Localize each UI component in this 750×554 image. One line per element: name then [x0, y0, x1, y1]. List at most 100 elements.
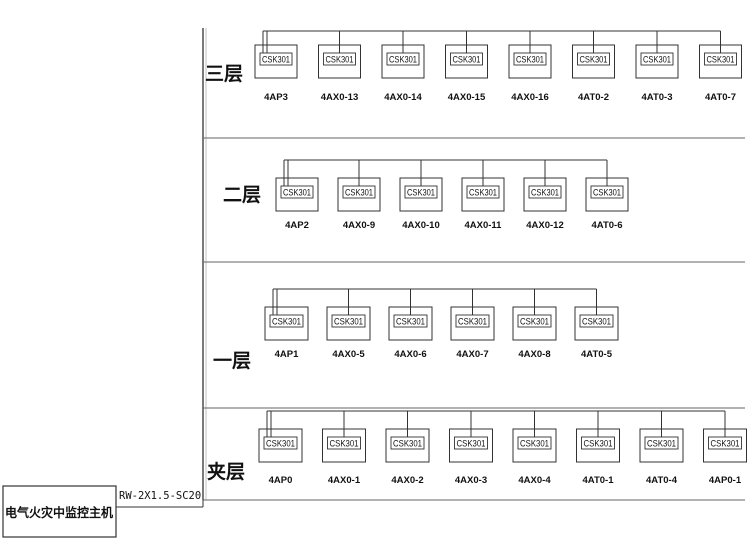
distribution-cabinet: CSK301 4AX0-3	[449, 411, 493, 486]
distribution-cabinet: CSK301 4AT0-1	[576, 411, 620, 486]
device-model-label: CSK301	[457, 439, 486, 449]
cabinet-box	[639, 428, 684, 463]
cabinet-label: 4AP0-1	[709, 475, 742, 486]
distribution-cabinet: CSK301 4AP0-1	[703, 411, 747, 486]
cabinet-box	[385, 428, 430, 463]
cabinet-box	[508, 44, 552, 79]
device-model-label: CSK301	[584, 439, 613, 449]
cabinet-label: 4AT0-6	[592, 220, 623, 231]
csk301-module	[454, 436, 488, 450]
cabinet-box	[399, 177, 443, 212]
cabinet-label: 4AX0-2	[391, 475, 423, 486]
device-model-label: CSK301	[520, 439, 549, 449]
cabinet-label: 4AT0-4	[646, 475, 678, 486]
cabinet-box	[574, 306, 619, 341]
csk301-module	[331, 314, 366, 328]
distribution-cabinet: CSK301 4AP3	[254, 31, 298, 103]
cabinet-label: 4AX0-9	[343, 220, 375, 231]
device-model-label: CSK301	[393, 439, 422, 449]
cabinet-label: 4AX0-16	[511, 92, 549, 103]
device-model-label: CSK301	[469, 188, 497, 198]
device-model-label: CSK301	[389, 55, 417, 65]
cabinet-box	[635, 44, 679, 79]
device-model-label: CSK301	[647, 439, 676, 449]
cabinet-box	[337, 177, 381, 212]
cabinet-box	[326, 306, 371, 341]
trunk-cable-label: RW-2X1.5-SC20	[119, 490, 201, 502]
distribution-cabinet: CSK301 4AX0-11	[461, 160, 505, 231]
csk301-module	[450, 52, 483, 66]
cabinet-label: 4AT0-1	[583, 475, 615, 486]
cabinet-box	[254, 44, 298, 79]
csk301-module	[577, 52, 610, 66]
device-model-label: CSK301	[345, 188, 373, 198]
cabinet-box	[381, 44, 425, 79]
cabinet-label: 4AT0-7	[705, 92, 736, 103]
cabinet-box	[449, 428, 493, 463]
cabinet-label: 4AP3	[264, 92, 288, 103]
floor-rows: 三层CSK3014AP3CSK3014AX0-13CSK3014AX0-14CS…	[205, 30, 747, 486]
csk301-module	[263, 436, 298, 450]
cabinet-box	[318, 44, 361, 79]
cabinet-box	[388, 306, 433, 341]
csk301-module	[528, 185, 562, 199]
cabinet-box	[699, 44, 742, 79]
cabinet-label: 4AT0-5	[581, 349, 613, 360]
distribution-cabinet: CSK301 4AT0-4	[639, 411, 684, 486]
device-model-label: CSK301	[283, 188, 311, 198]
device-model-label: CSK301	[272, 317, 301, 327]
cabinet-label: 4AX0-15	[448, 92, 486, 103]
cabinet-box	[585, 177, 629, 212]
cabinet-label: 4AX0-12	[526, 220, 564, 231]
csk301-module	[404, 185, 438, 199]
cabinet-box	[450, 306, 495, 341]
device-model-label: CSK301	[531, 188, 559, 198]
device-model-label: CSK301	[520, 317, 549, 327]
device-model-label: CSK301	[707, 55, 735, 65]
device-model-label: CSK301	[711, 439, 740, 449]
cabinet-box	[322, 428, 366, 463]
floor-row: 夹层CSK3014AP0CSK3014AX0-1CSK3014AX0-2CSK3…	[207, 410, 747, 486]
floor-row: 三层CSK3014AP3CSK3014AX0-13CSK3014AX0-14CS…	[205, 30, 742, 103]
cabinet-box	[512, 306, 557, 341]
cabinet-label: 4AX0-11	[465, 220, 503, 231]
device-model-label: CSK301	[582, 317, 611, 327]
distribution-cabinet: CSK301 4AP1	[264, 289, 309, 360]
distribution-cabinet: CSK301 4AX0-15	[445, 31, 488, 103]
csk301-module	[640, 52, 674, 66]
cabinet-box	[576, 428, 620, 463]
cabinet-label: 4AT0-3	[642, 92, 673, 103]
cabinet-box	[264, 306, 309, 341]
csk301-module	[390, 436, 425, 450]
device-model-label: CSK301	[262, 55, 290, 65]
distribution-cabinet: CSK301 4AT0-3	[635, 31, 679, 103]
floor-frame	[202, 28, 745, 501]
csk301-module	[455, 314, 490, 328]
floor-row: 一层CSK3014AP1CSK3014AX0-5CSK3014AX0-6CSK3…	[213, 288, 619, 372]
cabinet-label: 4AX0-3	[455, 475, 487, 486]
host-label: 电气火灾中监控主机	[5, 505, 113, 520]
device-model-label: CSK301	[453, 55, 481, 65]
device-model-label: CSK301	[407, 188, 435, 198]
csk301-module	[393, 314, 428, 328]
device-model-label: CSK301	[396, 317, 425, 327]
device-model-label: CSK301	[334, 317, 363, 327]
cabinet-label: 4AP0	[269, 475, 293, 486]
csk301-module	[644, 436, 679, 450]
cabinet-box	[445, 44, 488, 79]
cabinet-box	[703, 428, 747, 463]
cabinet-label: 4AX0-4	[518, 475, 551, 486]
csk301-module	[280, 185, 314, 199]
device-model-label: CSK301	[643, 55, 671, 65]
cabinet-label: 4AP1	[275, 349, 299, 360]
cabinet-box	[523, 177, 567, 212]
